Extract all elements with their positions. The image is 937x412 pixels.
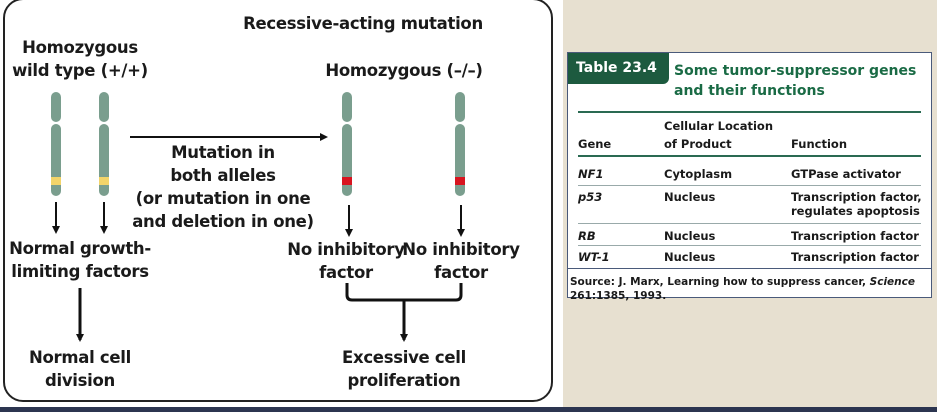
divider — [578, 245, 921, 246]
divider — [578, 155, 921, 157]
bracket — [345, 283, 463, 302]
diagram-graphics — [51, 92, 465, 342]
header-gene: Gene — [578, 137, 612, 151]
right-header: Homozygous (–/–) — [325, 61, 483, 80]
header-function: Function — [791, 137, 848, 151]
table-source: Source: J. Marx, Learning how to suppres… — [570, 276, 915, 302]
diagram-title: Recessive-acting mutation — [243, 14, 483, 33]
divider — [568, 268, 931, 269]
divider — [578, 223, 921, 224]
diagram-frame — [3, 0, 553, 402]
chromosome-mutant-2 — [455, 92, 465, 196]
bottom-bar — [0, 407, 937, 412]
table-tag: Table 23.4 — [568, 53, 669, 84]
chromosome-wild-1 — [51, 92, 61, 196]
chromosome-mutant-1 — [342, 92, 352, 196]
divider — [578, 185, 921, 186]
chromosome-wild-2 — [99, 92, 109, 196]
divider — [578, 111, 921, 113]
normal-factors-label: Normal growth-limiting factors — [9, 239, 151, 281]
